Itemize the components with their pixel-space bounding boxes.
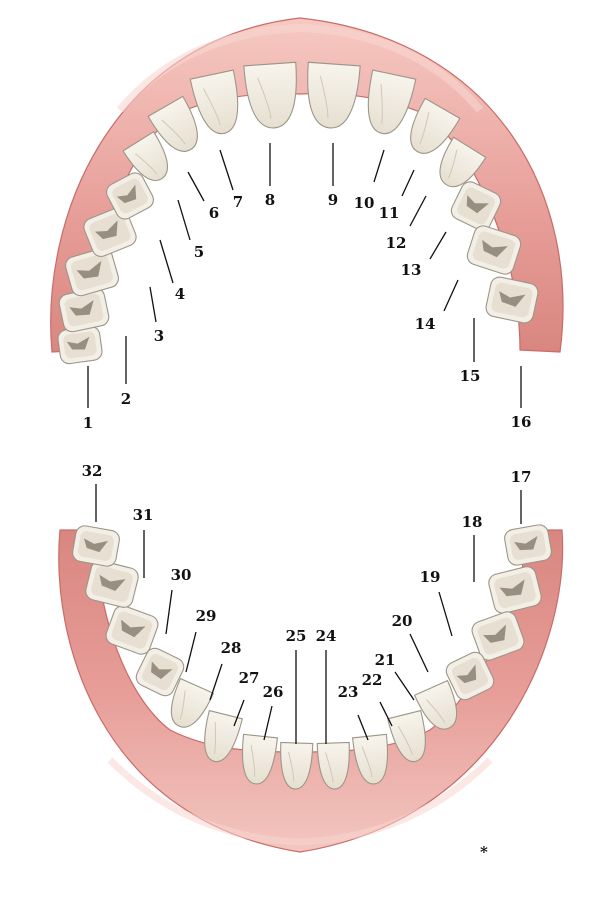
tooth-label-4: 4 — [175, 285, 185, 303]
leader-line-26 — [264, 706, 272, 740]
tooth-label-22: 22 — [362, 671, 383, 689]
tooth-label-3: 3 — [154, 327, 164, 345]
leader-line-20 — [410, 634, 428, 672]
leader-line-6 — [188, 172, 204, 201]
tooth-label-15: 15 — [460, 367, 481, 385]
tooth-label-23: 23 — [338, 683, 359, 701]
leader-line-4 — [160, 240, 173, 283]
tooth-label-16: 16 — [511, 413, 532, 431]
tooth-label-21: 21 — [375, 651, 396, 669]
leader-line-19 — [439, 592, 452, 636]
lower-tooth-17 — [503, 523, 553, 566]
tooth-label-11: 11 — [379, 204, 400, 222]
upper-tooth-1 — [57, 325, 103, 365]
leader-line-29 — [186, 632, 196, 672]
leader-line-14 — [444, 280, 458, 311]
leader-line-22 — [380, 702, 392, 726]
tooth-label-10: 10 — [354, 194, 375, 212]
tooth-label-25: 25 — [286, 627, 307, 645]
leader-line-30 — [166, 590, 172, 634]
tooth-label-26: 26 — [263, 683, 284, 701]
leader-line-21 — [395, 672, 414, 700]
tooth-label-12: 12 — [386, 234, 407, 252]
tooth-label-30: 30 — [171, 566, 192, 584]
tooth-label-27: 27 — [239, 669, 260, 687]
leader-line-23 — [358, 715, 368, 740]
tooth-label-31: 31 — [133, 506, 154, 524]
upper-tooth-10 — [304, 62, 360, 129]
upper-tooth-9 — [244, 62, 300, 129]
tooth-label-9: 9 — [328, 191, 338, 209]
leader-line-11 — [402, 170, 414, 196]
tooth-label-8: 8 — [265, 191, 275, 209]
tooth-label-17: 17 — [511, 468, 532, 486]
leader-line-12 — [410, 196, 426, 226]
tooth-label-6: 6 — [209, 204, 219, 222]
tooth-label-29: 29 — [196, 607, 217, 625]
lower-tooth-32 — [71, 524, 121, 567]
leader-line-3 — [150, 287, 156, 322]
tooth-label-1: 1 — [83, 414, 93, 432]
tooth-label-19: 19 — [420, 568, 441, 586]
tooth-label-14: 14 — [415, 315, 436, 333]
leader-line-13 — [430, 232, 446, 259]
tooth-label-5: 5 — [194, 243, 204, 261]
tooth-label-24: 24 — [316, 627, 337, 645]
leader-line-5 — [178, 200, 190, 240]
leader-line-7 — [220, 150, 233, 190]
tooth-label-28: 28 — [221, 639, 242, 657]
footnote-asterisk: * — [480, 843, 488, 861]
tooth-label-32: 32 — [82, 462, 103, 480]
tooth-label-7: 7 — [233, 193, 243, 211]
tooth-label-13: 13 — [401, 261, 422, 279]
leader-line-10 — [374, 150, 384, 182]
tooth-label-2: 2 — [121, 390, 131, 408]
tooth-label-18: 18 — [462, 513, 483, 531]
leader-line-28 — [210, 664, 222, 700]
tooth-label-20: 20 — [392, 612, 413, 630]
